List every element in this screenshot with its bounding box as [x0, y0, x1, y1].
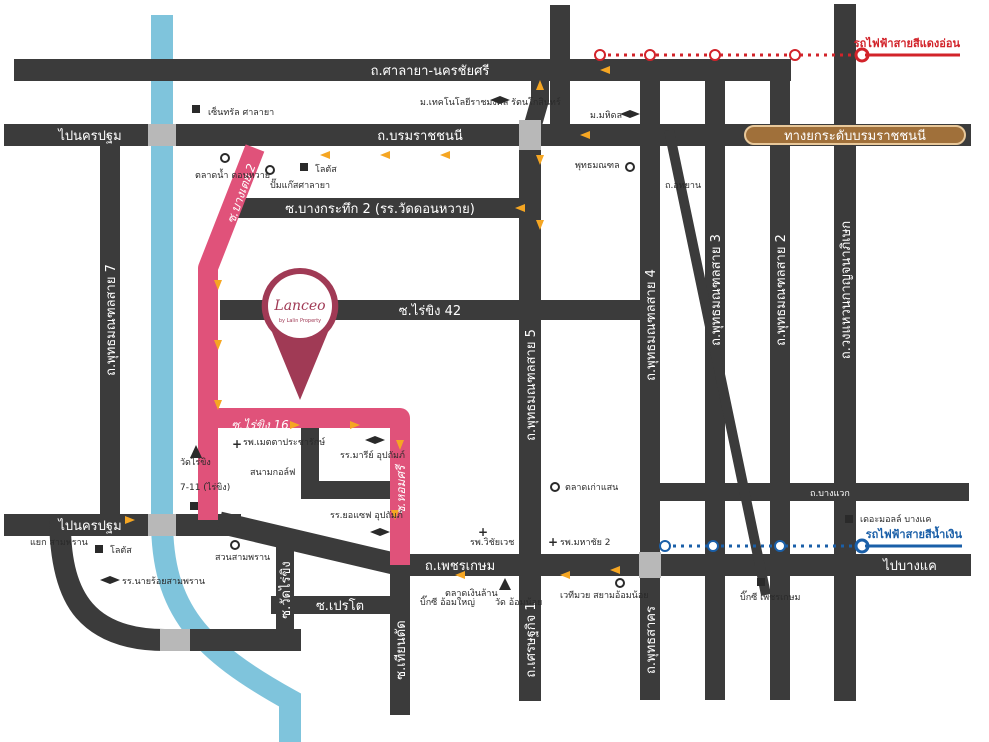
direction-bang-khae: ไปบางแค	[882, 558, 937, 574]
project-logo-sub: by Lalin Property	[279, 318, 321, 324]
hospital-icon: +	[232, 437, 242, 451]
svg-text:พุทธมณฑล: พุทธมณฑล	[575, 161, 620, 171]
poi-labels: เซ็นทรัล ศาลายา ม.เทคโนโลยีราชมงคล รัตนโ…	[110, 96, 931, 608]
canal	[151, 15, 301, 742]
shopping-bag-icon	[190, 502, 198, 510]
bridges	[148, 120, 661, 651]
road-label-mahachai: ซ.หอมศรี	[394, 463, 408, 514]
svg-text:7-11 (ไร่ขิง): 7-11 (ไร่ขิง)	[180, 482, 230, 493]
svg-text:รพ.เมตตาประชารักษ์: รพ.เมตตาประชารักษ์	[243, 436, 325, 448]
shopping-bag-icon	[192, 105, 200, 113]
road-label-p7: ถ.พุทธมณฑลสาย 7	[104, 264, 119, 376]
svg-text:บิ๊กซี อ้อมใหญ่: บิ๊กซี อ้อมใหญ่	[420, 595, 475, 608]
road-label-borom: ถ.บรมราชชนนี	[377, 128, 463, 144]
hospital-icon: +	[548, 535, 558, 549]
svg-text:เซ็นทรัล ศาลายา: เซ็นทรัล ศาลายา	[208, 105, 274, 118]
garden-dot-icon	[230, 540, 240, 550]
direction-sam-phran: แยก สามพราน	[30, 538, 88, 548]
svg-text:เวทีมวย สยามอ้อมน้อย: เวทีมวย สยามอ้อมน้อย	[560, 590, 649, 601]
expressway-label: ทางยกระดับบรมราชชนนี	[784, 128, 926, 144]
school-icon	[370, 528, 390, 536]
svg-text:รพ.วิชัยเวช: รพ.วิชัยเวช	[470, 537, 514, 548]
route-to-project	[198, 144, 410, 565]
road-label-phutthasakhon: ถ.พุทธสาคร	[644, 606, 659, 674]
shopping-bag-icon	[300, 163, 308, 171]
project-pin: Lanceo by Lalin Property	[261, 267, 339, 400]
temple-icon	[190, 445, 202, 458]
expressway-bar	[744, 125, 966, 145]
project-logo: Lanceo	[273, 298, 325, 314]
road-label-bang-kra-thuek: ซ.บางกระทึก 2 (รร.วัดดอนหวาย)	[285, 202, 475, 217]
road-label-bang-waek: ถ.บางแวก	[810, 489, 850, 499]
road-label-kanchana: ถ.วงแหวนกาญจนาภิเษก	[839, 221, 854, 359]
svg-text:สวนสามพราน: สวนสามพราน	[215, 553, 270, 563]
shopping-bag-icon	[757, 578, 765, 586]
svg-text:โลตัส: โลตัส	[315, 164, 337, 175]
road-label-uttayan: ถ.อุทยาน	[665, 181, 701, 191]
road-label-phet-kasem: ถ.เพชรเกษม	[425, 559, 495, 574]
svg-text:รร.นายร้อยสามพราน: รร.นายร้อยสามพราน	[122, 576, 205, 587]
road-label-p5: ถ.พุทธมณฑลสาย 5	[524, 329, 539, 441]
road-label-p4: ถ.พุทธมณฑลสาย 4	[644, 269, 659, 381]
stadium-dot-icon	[615, 578, 625, 588]
hospital-icon: +	[478, 525, 488, 539]
svg-text:สนามกอล์ฟ: สนามกอล์ฟ	[250, 466, 295, 478]
svg-text:ตลาดเงินล้าน: ตลาดเงินล้าน	[445, 588, 498, 599]
road-label-rai-khing-16: ซ.ไร่ขิง 16	[231, 418, 289, 432]
svg-text:เดอะมอลล์ บางแค: เดอะมอลล์ บางแค	[860, 513, 931, 525]
road-label-south: ซ.เทียนดัด	[393, 620, 409, 679]
market-dot-icon	[550, 482, 560, 492]
market-icon	[220, 153, 230, 163]
red-line-label: รถไฟฟ้าสายสีแดงอ่อน	[854, 36, 961, 50]
svg-text:ม.มหิดล: ม.มหิดล	[590, 110, 622, 121]
svg-text:วัดไร่ขิง: วัดไร่ขิง	[180, 457, 211, 468]
road-label-p3: ถ.พุทธมณฑลสาย 3	[709, 234, 724, 346]
road-label-prato: ซ.เปรโต	[316, 598, 364, 614]
road-label-setthakij: ถ.เศรษฐกิจ 1	[524, 602, 539, 677]
temple-dot-icon	[625, 162, 635, 172]
blue-line-label: รถไฟฟ้าสายสีน้ำเงิน	[866, 526, 963, 541]
gas-icon	[265, 165, 275, 175]
school-icon	[365, 436, 385, 444]
shopping-bag-icon	[845, 515, 853, 523]
red-line	[594, 47, 960, 63]
svg-text:ตลาดเก่าแสน: ตลาดเก่าแสน	[565, 483, 618, 493]
svg-text:วัด อ้อมน้อย: วัด อ้อมน้อย	[495, 597, 542, 608]
route-arrows	[125, 66, 620, 579]
svg-text:ม.เทคโนโลยีราชมงคล รัตนโกสินทร: ม.เทคโนโลยีราชมงคล รัตนโกสินทร์	[420, 96, 561, 108]
road-label-sala-ya: ถ.ศาลายา-นครชัยศรี	[371, 63, 490, 79]
shopping-bag-icon	[95, 545, 103, 553]
school-icon	[620, 110, 640, 118]
svg-text:โลตัส: โลตัส	[110, 545, 132, 556]
temple-icon	[499, 578, 511, 590]
svg-text:รร.ยอแซฟ อุปถัมภ์: รร.ยอแซฟ อุปถัมภ์	[330, 509, 403, 521]
svg-text:ตลาดน้ำ ดอนหวาย: ตลาดน้ำ ดอนหวาย	[195, 168, 270, 181]
school-icon	[490, 96, 510, 104]
blue-line	[659, 538, 962, 554]
svg-text:ปั๊มแก๊สศาลายา: ปั๊มแก๊สศาลายา	[270, 178, 330, 191]
road-label-p2: ถ.พุทธมณฑลสาย 2	[774, 234, 789, 346]
svg-text:รพ.มหาชัย 2: รพ.มหาชัย 2	[560, 538, 611, 548]
svg-text:รร.มารีย์ อุปถัมภ์: รร.มารีย์ อุปถัมภ์	[340, 449, 405, 461]
poi-icons: + + +	[95, 96, 853, 590]
direction-bottom-left: ไปนครปฐม	[57, 518, 121, 534]
direction-top-left: ไปนครปฐม	[57, 128, 121, 144]
road-label-rai-khing-42: ซ.ไร่ขิง 42	[399, 303, 461, 319]
svg-text:บิ๊กซี เพชรเกษม: บิ๊กซี เพชรเกษม	[740, 590, 801, 603]
school-icon	[100, 576, 120, 584]
road-label-wat-rai-khing: ซ.วัดไร่ขิง	[278, 561, 294, 618]
